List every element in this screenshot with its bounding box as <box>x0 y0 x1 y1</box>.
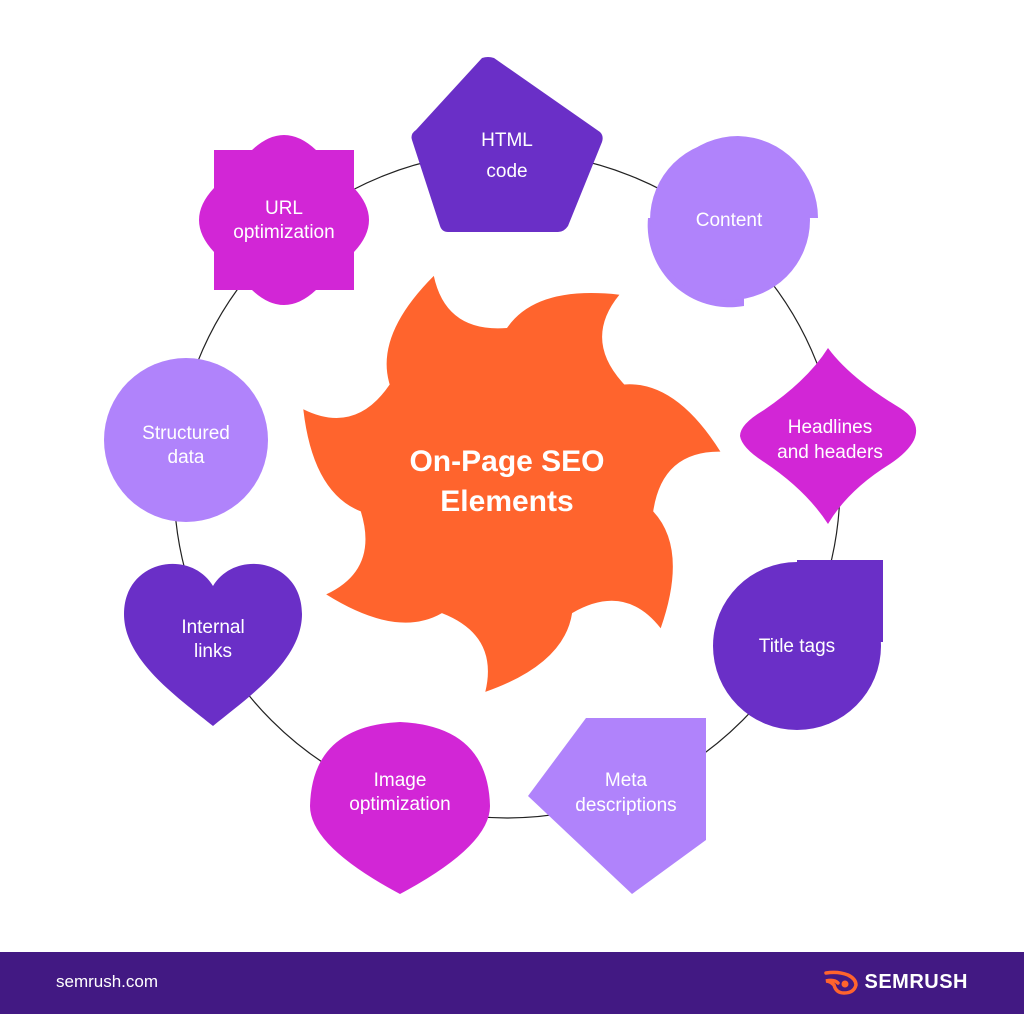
meta-label-1: Meta <box>605 770 648 791</box>
content-label: Content <box>696 210 763 231</box>
image-label-1: Image <box>374 770 427 791</box>
center-swirl: On-Page SEO Elements <box>303 275 721 692</box>
html-code-label-2: code <box>486 161 527 182</box>
node-content: Content <box>647 136 818 308</box>
title-tags-label: Title tags <box>759 636 835 657</box>
center-title-line1: On-Page SEO <box>409 445 604 478</box>
internal-links-label-2: links <box>194 641 232 662</box>
brand-name: SEMRUSH <box>864 970 968 993</box>
brand-logo: SEMRUSH <box>824 969 968 995</box>
node-meta: Meta descriptions <box>528 718 706 894</box>
url-label-2: optimization <box>233 222 334 243</box>
structured-data-label-2: data <box>168 447 205 468</box>
headlines-label-2: and headers <box>777 442 883 463</box>
headlines-label-1: Headlines <box>788 417 873 438</box>
node-html-code: HTML code <box>411 57 603 232</box>
node-headlines: Headlines and headers <box>740 348 917 524</box>
node-structured-data: Structured data <box>104 352 268 522</box>
footer-bar: semrush.com SEMRUSH <box>0 952 1024 1014</box>
internal-links-label-1: Internal <box>181 617 244 638</box>
seo-elements-diagram: On-Page SEO Elements HTML code Content H… <box>104 57 917 894</box>
footer-site-url[interactable]: semrush.com <box>56 972 159 991</box>
node-title-tags: Title tags <box>713 560 883 730</box>
node-internal-links: Internal links <box>124 563 302 726</box>
center-title-line2: Elements <box>440 485 573 518</box>
structured-data-label-1: Structured <box>142 423 230 444</box>
meta-label-2: descriptions <box>575 795 676 816</box>
image-label-2: optimization <box>349 794 450 815</box>
html-code-label-1: HTML <box>481 130 533 151</box>
url-label-1: URL <box>265 198 303 219</box>
semrush-flame-icon <box>824 970 859 995</box>
node-url: URL optimization <box>199 135 369 305</box>
node-image: Image optimization <box>310 722 490 894</box>
